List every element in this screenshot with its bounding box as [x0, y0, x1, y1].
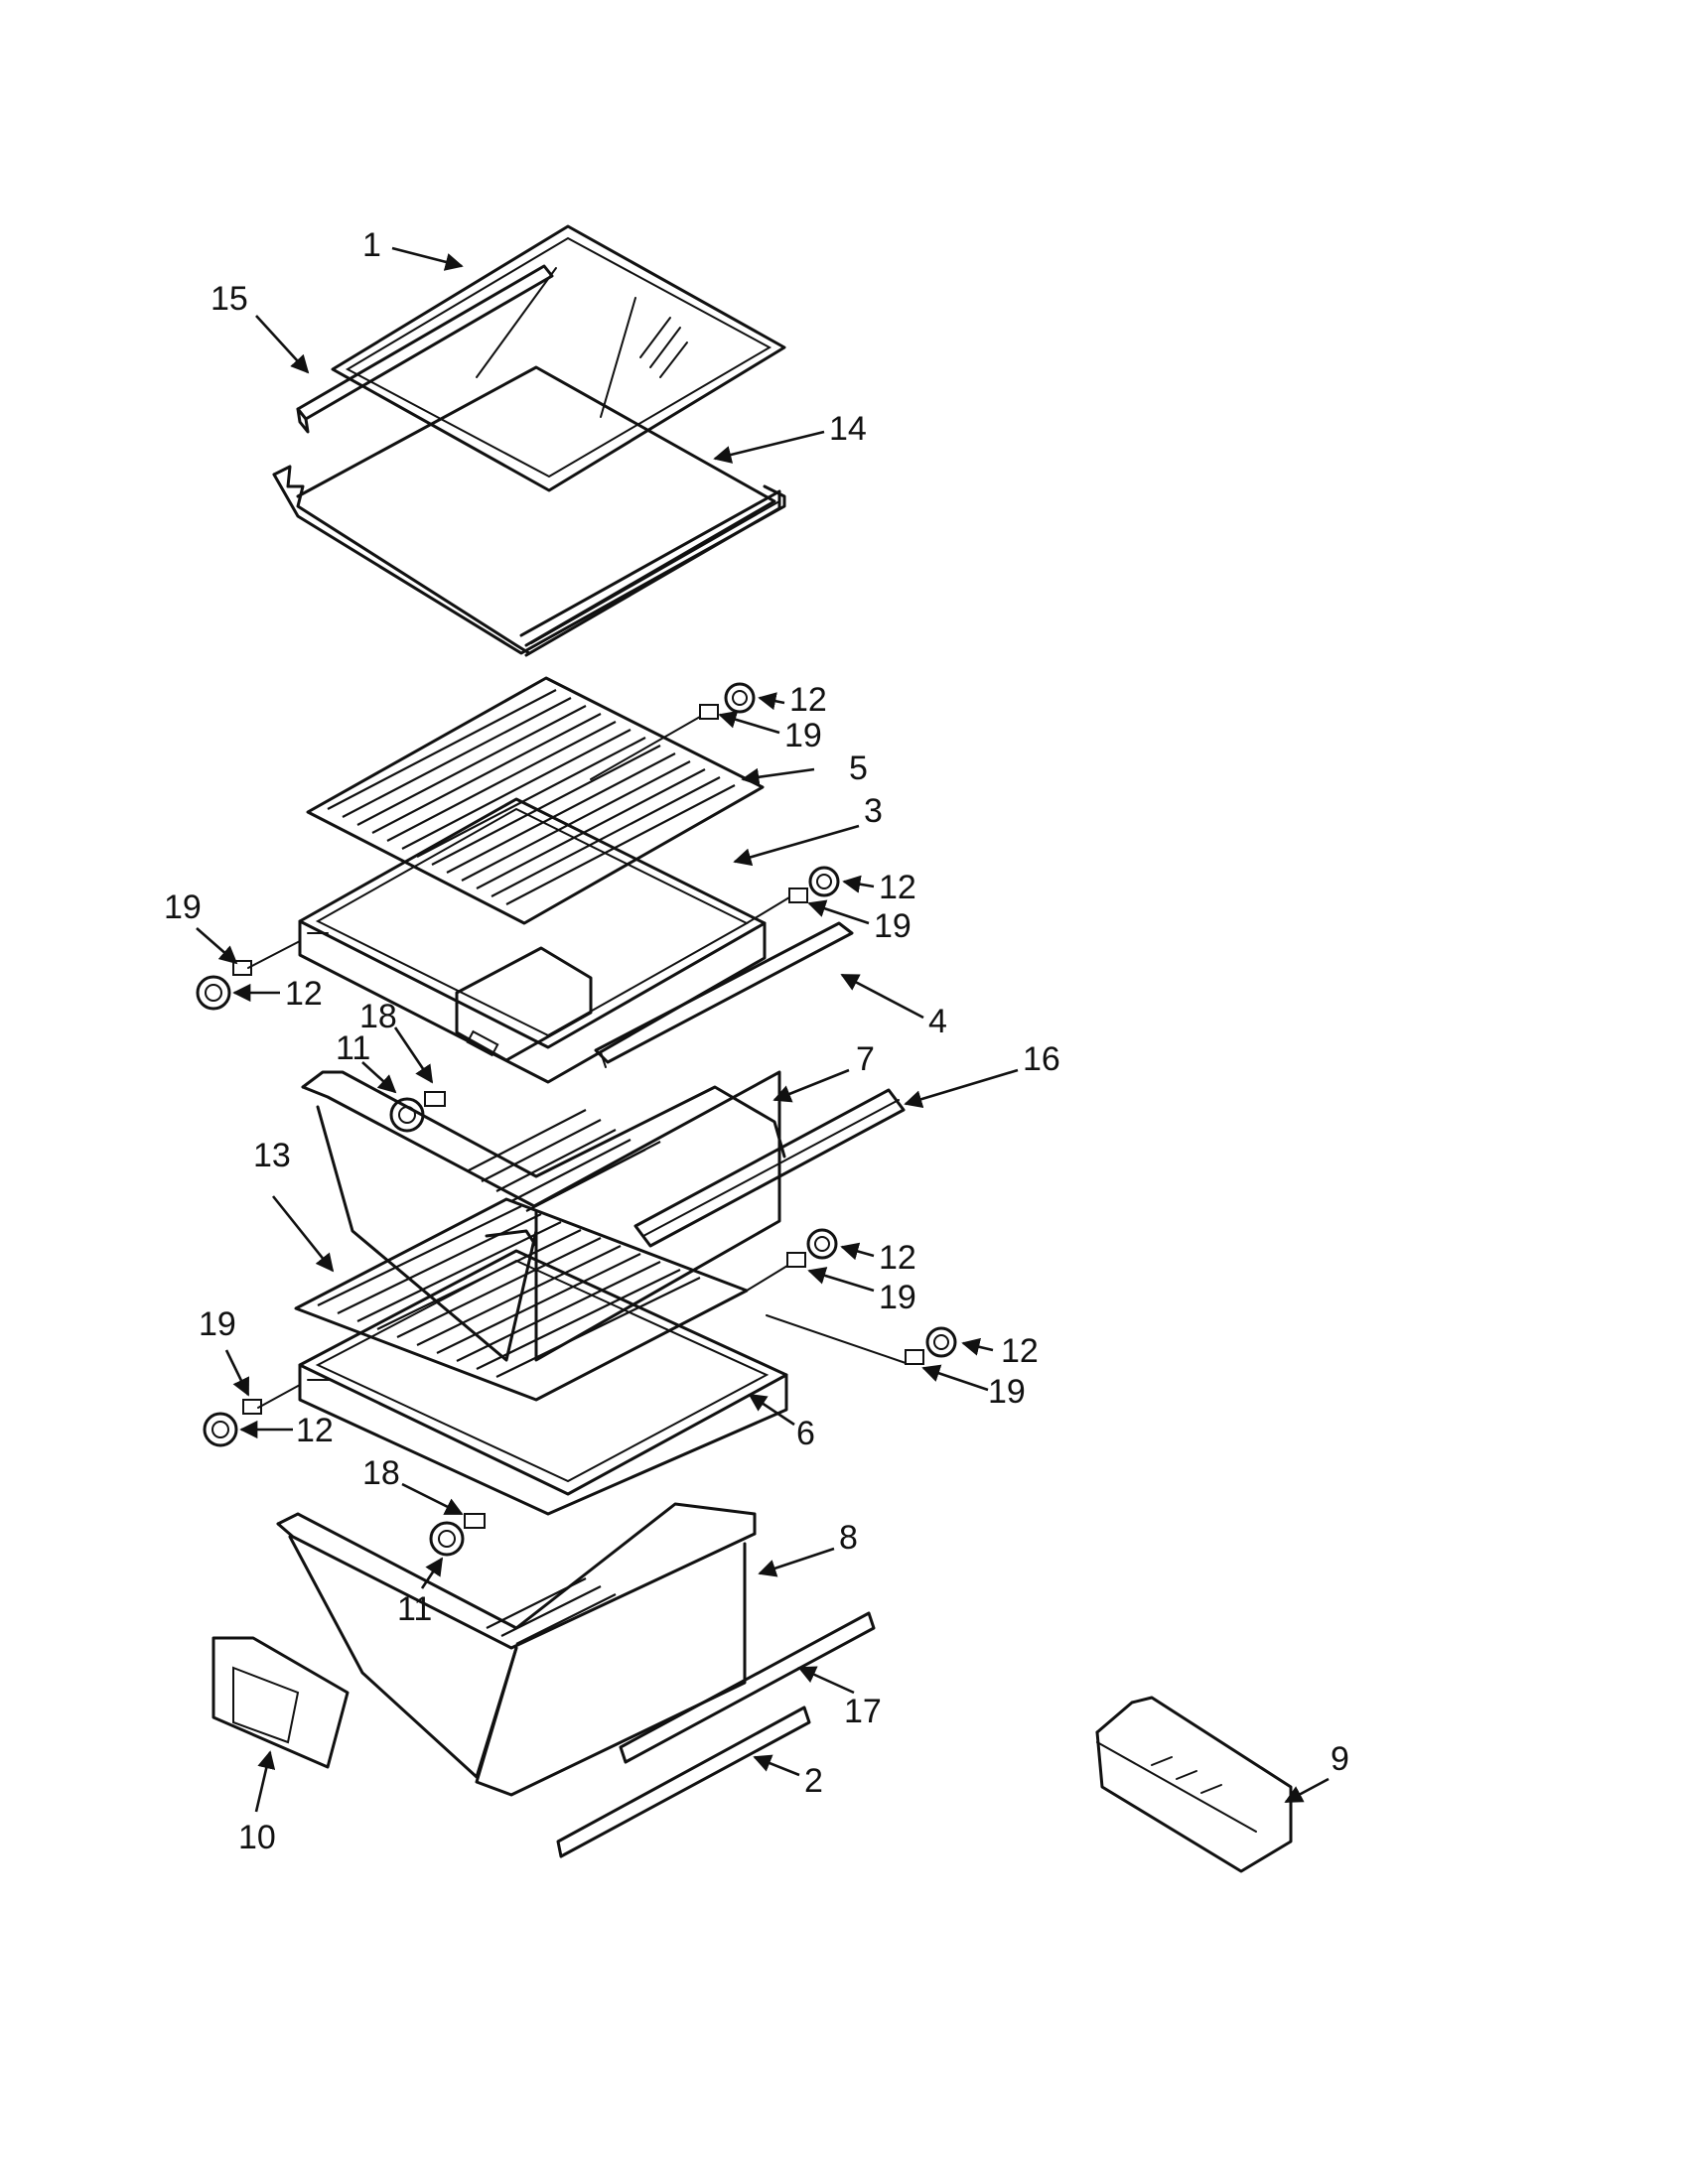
callout-19: 19 [199, 1305, 236, 1343]
assembly-lines [247, 716, 907, 1409]
callout-19: 19 [874, 907, 912, 945]
shelf-trim-part-15 [296, 264, 554, 434]
screw-part-18-b [464, 1513, 486, 1529]
crisper-cover-glass-part-5 [306, 676, 765, 925]
screw-part-19-b [788, 887, 808, 903]
callout-17: 17 [844, 1693, 882, 1730]
crisper-pan-part-8 [276, 1502, 757, 1797]
callout-labels: 1 15 14 12 19 5 3 12 19 19 12 4 18 11 7 … [164, 226, 1349, 1856]
roller-part-12-e [925, 1326, 957, 1358]
handle-part-16 [633, 1088, 906, 1248]
callout-4: 4 [928, 1003, 947, 1040]
callout-18: 18 [362, 1454, 400, 1492]
callout-19: 19 [164, 888, 202, 926]
screw-part-18-a [424, 1091, 446, 1107]
screw-part-19-d [786, 1252, 806, 1268]
callout-11: 11 [336, 1029, 370, 1067]
callout-10: 10 [238, 1819, 276, 1856]
screw-part-19-c [232, 960, 252, 976]
callout-9: 9 [1331, 1740, 1349, 1778]
callout-3: 3 [864, 792, 883, 830]
callout-12: 12 [296, 1412, 334, 1449]
callout-8: 8 [839, 1519, 858, 1557]
callout-15: 15 [210, 280, 248, 318]
label-holder-part-10 [211, 1636, 350, 1769]
callout-18: 18 [359, 998, 397, 1035]
callout-1: 1 [362, 226, 381, 264]
callout-11: 11 [397, 1590, 432, 1628]
rail-part-4 [594, 921, 854, 1068]
callout-6: 6 [796, 1415, 815, 1452]
callout-12: 12 [879, 1239, 916, 1277]
callout-14: 14 [829, 410, 867, 448]
roller-part-12-f [203, 1412, 238, 1447]
callout-12: 12 [879, 869, 916, 906]
rail-part-2 [556, 1706, 811, 1858]
callout-19: 19 [784, 717, 822, 754]
roller-part-12-d [806, 1228, 838, 1260]
roller-part-11-b [429, 1521, 465, 1557]
leader-lines [196, 246, 1330, 1813]
callout-12: 12 [1001, 1332, 1039, 1370]
screw-part-19-a [699, 704, 719, 720]
callout-19: 19 [988, 1373, 1026, 1411]
crisper-pan-part-7 [301, 1070, 786, 1362]
roller-part-12-a [724, 682, 756, 714]
callout-13: 13 [253, 1137, 291, 1174]
roller-part-12-b [808, 866, 840, 897]
callout-5: 5 [849, 750, 868, 787]
callout-12: 12 [285, 975, 323, 1013]
shelf-frame-part-14 [272, 365, 786, 657]
glass-shelf-part-1 [331, 224, 786, 492]
rail-part-17 [619, 1611, 876, 1764]
callout-7: 7 [856, 1040, 875, 1078]
crisper-frame-part-6 [298, 1249, 788, 1516]
roller-part-11-a [389, 1097, 425, 1133]
roller-part-12-c [196, 975, 231, 1011]
callout-19: 19 [879, 1279, 916, 1316]
callout-2: 2 [804, 1762, 823, 1800]
callout-16: 16 [1023, 1040, 1060, 1078]
bin-part-9 [1095, 1696, 1293, 1873]
callout-12: 12 [789, 681, 827, 719]
screw-part-19-e [905, 1349, 924, 1365]
